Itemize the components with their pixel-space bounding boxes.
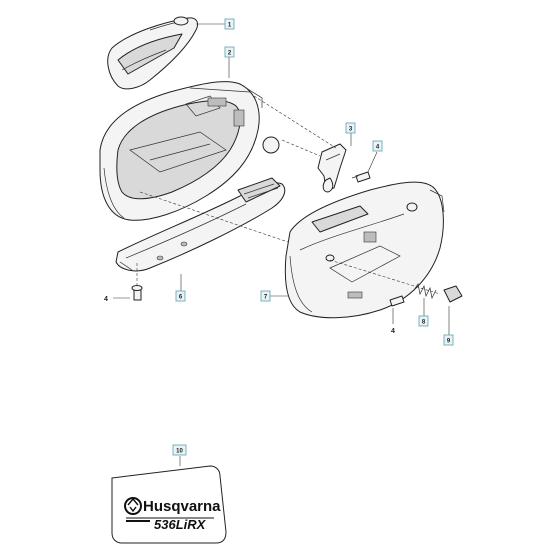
callout-label: 7 [264,294,268,300]
callout-label: 2 [228,50,232,56]
part-9-cap [443,285,463,303]
callout-label: 1 [228,22,232,28]
callout-4: 4 [372,140,383,152]
decal-brand-text: Husqvarna [143,498,221,515]
callout-2: 2 [224,46,235,58]
assembly-guide-lines [136,95,441,295]
callout-9: 9 [443,334,454,346]
part-4-screw-right-top [351,171,371,183]
callout-6: 6 [175,290,186,302]
part-2-main-housing [99,81,263,221]
callout-1: 1 [224,18,235,30]
part-8-spring [413,283,437,300]
part-1-top-cap [107,16,199,90]
callout-label: 9 [447,338,451,344]
part-6-bottom-plate [115,177,286,272]
callout-label: 3 [349,126,353,132]
callout-label: 6 [179,294,183,300]
callout-8: 8 [418,315,429,327]
part-4-screw-bottom [389,295,405,307]
callout-label: 8 [422,319,426,325]
part-7-side-housing [284,181,445,319]
callout-10: 10 [172,444,187,456]
leader-lines [113,23,450,466]
decal-model-text: 536LiRX [154,517,207,532]
callout-label: 10 [176,448,183,454]
label-4-right: 4 [391,328,395,335]
label-4-left: 4 [104,296,108,303]
callout-7: 7 [260,290,271,302]
callout-3: 3 [345,122,356,134]
husqvarna-logo-icon [124,497,142,515]
callout-label: 4 [376,144,380,150]
part-3-bracket [262,136,347,193]
part-4-screw-left [131,285,143,301]
part-10-decal: Husqvarna 536LiRX [111,465,227,544]
